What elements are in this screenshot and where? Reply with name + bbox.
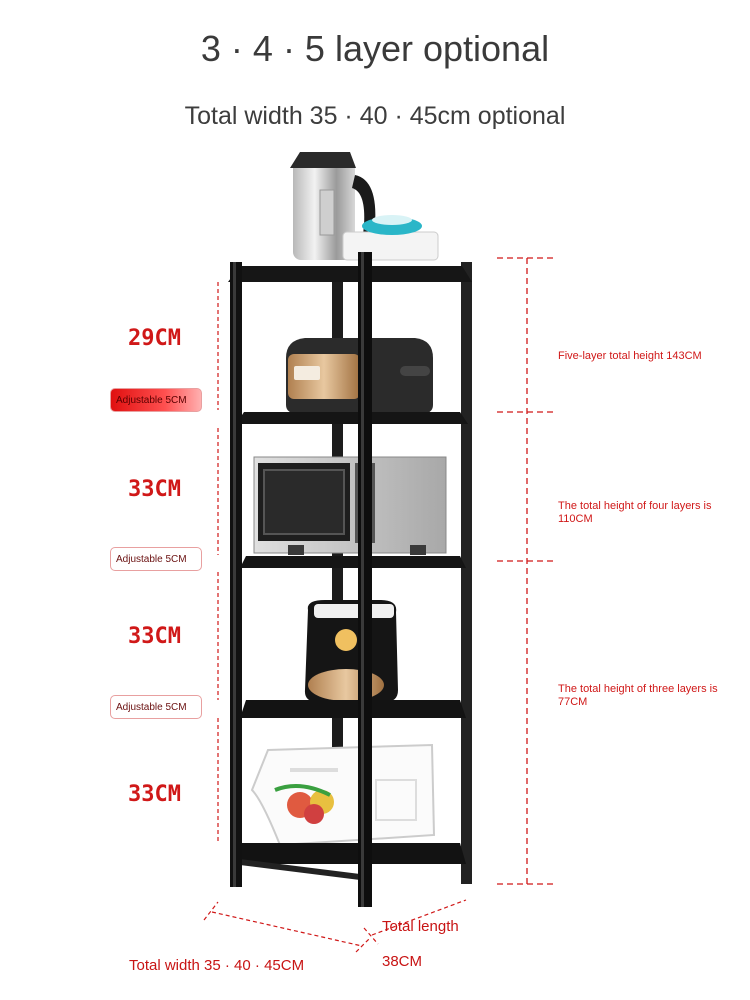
layer-height-2: 33CM (128, 477, 181, 502)
right-dimension-lines (497, 257, 557, 885)
basket-icon (250, 743, 436, 847)
layer-height-4: 33CM (128, 782, 181, 807)
shelf-top (228, 266, 472, 282)
adjustable-badge-2: Adjustable 5CM (110, 547, 202, 571)
shelf-2 (236, 412, 468, 424)
total-length-label: Total length (382, 918, 459, 935)
rack-front-posts (230, 252, 372, 907)
bottom-dimension-lines (203, 899, 467, 953)
shelf-3 (240, 556, 466, 568)
page-subtitle: Total width 35 · 40 · 45cm optional (184, 102, 566, 130)
dishes-icon (342, 215, 439, 261)
microwave-icon (253, 456, 447, 555)
total-width-label: Total width 35 · 40 · 45CM (129, 957, 305, 974)
kettle-icon (290, 152, 376, 260)
total-five-layer: Five-layer total height 143CM (558, 350, 702, 362)
adjustable-badge-1: Adjustable 5CM (110, 388, 202, 412)
layer-height-1: 29CM (128, 326, 181, 351)
adjustable-badge-3: Adjustable 5CM (110, 695, 202, 719)
total-length-value: 38CM (382, 953, 423, 970)
page-title: 3 · 4 · 5 layer optional (200, 28, 550, 69)
midea-cooker-icon (304, 600, 398, 702)
layer-height-3: 33CM (128, 624, 181, 649)
shelf-4 (240, 700, 466, 718)
total-three-layer: The total height of three layers is 77CM (558, 683, 718, 708)
shelf-bottom (232, 843, 466, 880)
total-four-layer: The total height of four layers is 110CM (558, 500, 712, 525)
